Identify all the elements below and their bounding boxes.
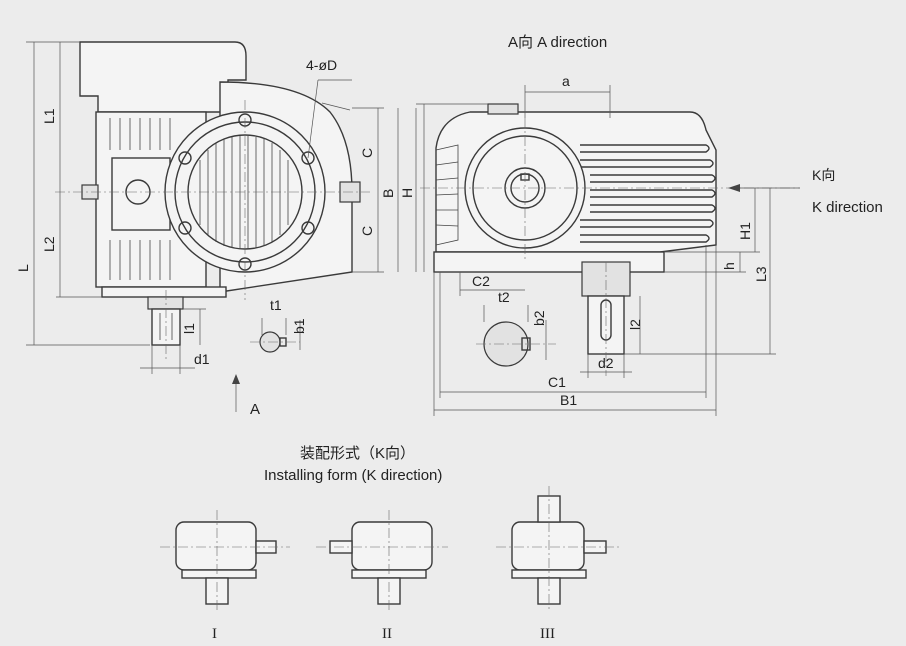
- dim-h: H: [399, 188, 415, 198]
- top-stub: [487, 103, 519, 115]
- dim-l2: L2: [41, 236, 57, 252]
- form-3: [496, 486, 620, 612]
- dim-c2: C2: [472, 273, 490, 289]
- dim-b: B: [380, 189, 396, 198]
- side-fins: [580, 144, 716, 243]
- k-direction-en: K direction: [812, 199, 883, 216]
- dim-t1: t1: [270, 297, 282, 313]
- front-view: [26, 41, 417, 412]
- dim-c1: C1: [548, 374, 566, 390]
- dim-l1-small: l1: [181, 323, 197, 334]
- dim-b1-small: b1: [291, 318, 307, 334]
- dim-c-upper: C: [359, 148, 375, 158]
- dim-b1: B1: [560, 392, 577, 408]
- bolt-hole: [301, 151, 315, 165]
- base-plate: [101, 286, 227, 298]
- bolt-hole: [301, 221, 315, 235]
- dim-a: a: [562, 73, 570, 89]
- bolt-hole: [178, 151, 192, 165]
- dim-c-lower: C: [359, 226, 375, 236]
- side-view: [416, 85, 800, 416]
- dim-holes: 4-øD: [306, 57, 337, 73]
- form-1: [160, 510, 290, 612]
- dim-d2: d2: [598, 355, 614, 371]
- dim-l3: L3: [753, 266, 769, 282]
- cover-ribs: [199, 136, 289, 249]
- installing-title-cn: 装配形式（K向）: [300, 445, 415, 462]
- form-2-label: II: [382, 626, 392, 642]
- dim-l2-small: l2: [627, 319, 643, 330]
- dim-d1: d1: [194, 351, 210, 367]
- dim-h1: H1: [737, 222, 753, 240]
- dim-t2: t2: [498, 289, 510, 305]
- labels: A向 A direction K向 K direction A 4-øD a C…: [15, 34, 883, 642]
- bolt-hole: [178, 221, 192, 235]
- a-direction-title: A向 A direction: [508, 34, 607, 51]
- dim-l: L: [15, 264, 31, 272]
- form-2: [316, 510, 448, 612]
- dim-h-small: h: [721, 262, 737, 270]
- arrow-a-label: A: [250, 401, 260, 418]
- housing-fins: [109, 118, 171, 280]
- dim-l1: L1: [41, 108, 57, 124]
- form-1-label: I: [212, 626, 217, 642]
- installing-title-en: Installing form (K direction): [264, 467, 442, 484]
- form-3-label: III: [540, 626, 555, 642]
- shaft-collar: [147, 296, 184, 310]
- dim-b2: b2: [531, 310, 547, 326]
- installing-forms: [160, 486, 620, 612]
- k-direction-cn: K向: [812, 167, 835, 183]
